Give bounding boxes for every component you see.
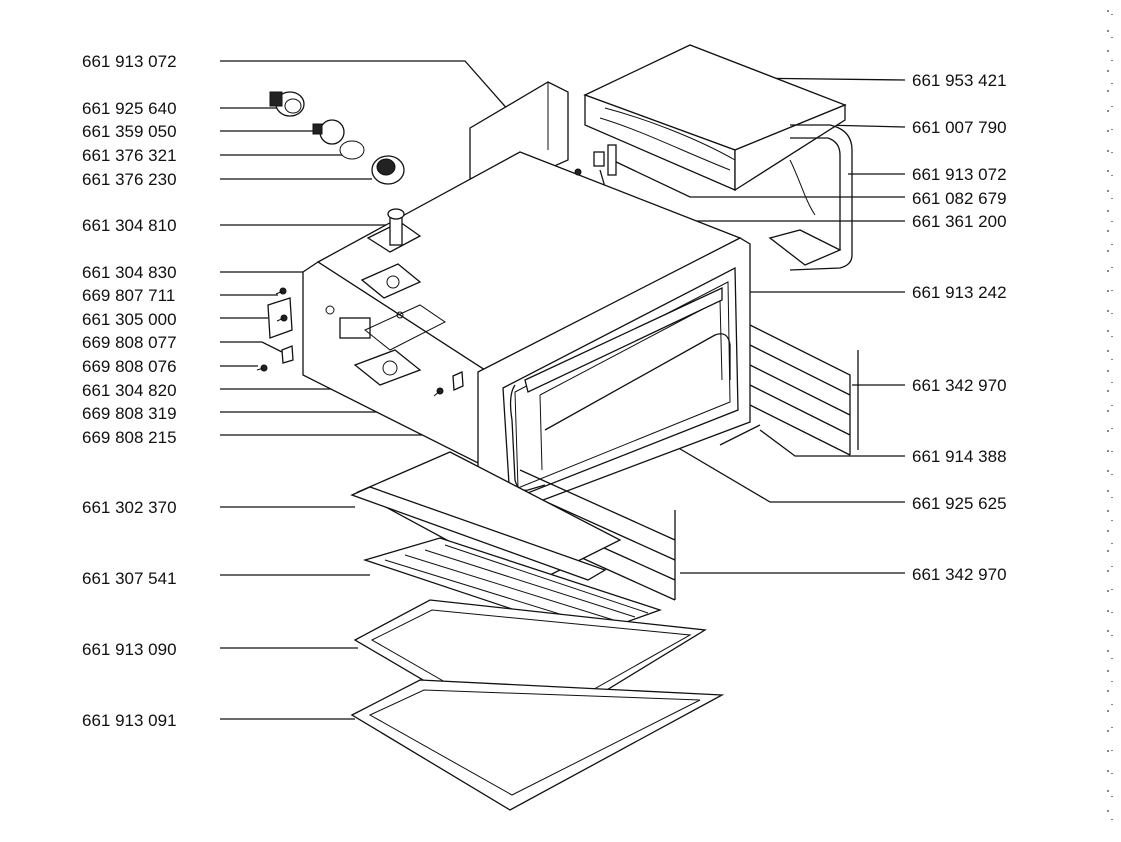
leader-line bbox=[759, 429, 905, 457]
part-label-left-15: 661 307 541 bbox=[82, 569, 177, 588]
back-insulation-u bbox=[768, 124, 853, 271]
margin-scan-marks bbox=[1107, 10, 1113, 830]
part-label-right-8: 661 925 625 bbox=[912, 494, 1007, 513]
lamp-parts bbox=[269, 91, 405, 185]
oven-muffle bbox=[302, 151, 751, 521]
brackets-and-screws bbox=[256, 144, 617, 397]
part-label-right-2: 661 913 072 bbox=[912, 165, 1007, 184]
part-label-left-5: 661 304 810 bbox=[82, 216, 177, 235]
part-label-left-12: 669 808 319 bbox=[82, 404, 177, 423]
part-label-left-16: 661 913 090 bbox=[82, 640, 177, 659]
clip-icon bbox=[452, 371, 464, 391]
part-label-right-5: 661 913 242 bbox=[912, 283, 1007, 302]
part-label-left-4: 661 376 230 bbox=[82, 170, 177, 189]
part-label-left-2: 661 359 050 bbox=[82, 122, 177, 141]
rack-slide bbox=[350, 486, 607, 581]
bracket-icon bbox=[353, 349, 422, 386]
leader-line bbox=[220, 60, 511, 113]
bracket-icon bbox=[267, 297, 293, 339]
side-rails bbox=[519, 324, 859, 601]
screw-icon bbox=[256, 364, 268, 372]
part-label-left-0: 661 913 072 bbox=[82, 52, 177, 71]
clip-icon bbox=[607, 144, 617, 176]
part-label-right-4: 661 361 200 bbox=[912, 212, 1007, 231]
part-label-left-6: 661 304 830 bbox=[82, 263, 177, 282]
deep-tray bbox=[350, 679, 725, 811]
screw-icon bbox=[574, 168, 582, 176]
screw-icon bbox=[433, 387, 444, 397]
top-insulation-block bbox=[583, 44, 847, 192]
part-label-left-3: 661 376 321 bbox=[82, 146, 177, 165]
screw-icon bbox=[276, 314, 288, 322]
right-labels: 661 953 421 661 007 790 661 913 072 661 … bbox=[912, 71, 1007, 584]
bracket-icon bbox=[360, 263, 422, 299]
part-label-left-13: 669 808 215 bbox=[82, 428, 177, 447]
part-label-right-3: 661 082 679 bbox=[912, 189, 1007, 208]
clip-icon bbox=[281, 345, 294, 364]
lamp-bulb-icon bbox=[312, 119, 345, 145]
part-label-right-1: 661 007 790 bbox=[912, 118, 1007, 137]
leader-line bbox=[220, 341, 283, 353]
part-label-right-0: 661 953 421 bbox=[912, 71, 1007, 90]
part-label-left-17: 661 913 091 bbox=[82, 711, 177, 730]
left-labels: 661 913 072 661 925 640 661 359 050 661 … bbox=[82, 52, 177, 730]
part-label-left-10: 669 808 076 bbox=[82, 357, 177, 376]
clip-icon bbox=[593, 151, 605, 167]
part-label-right-6: 661 342 970 bbox=[912, 376, 1007, 395]
screw-icon bbox=[275, 287, 287, 295]
part-label-left-14: 661 302 370 bbox=[82, 498, 177, 517]
leader-line bbox=[647, 429, 905, 503]
part-label-right-7: 661 914 388 bbox=[912, 447, 1007, 466]
part-label-left-11: 661 304 820 bbox=[82, 381, 177, 400]
seal-ring-icon bbox=[339, 140, 365, 160]
part-label-left-7: 669 807 711 bbox=[82, 286, 175, 305]
lamp-holder-icon bbox=[269, 91, 305, 117]
lamp-cover-icon bbox=[371, 155, 405, 185]
part-label-right-9: 661 342 970 bbox=[912, 565, 1007, 584]
part-label-left-8: 661 305 000 bbox=[82, 310, 177, 329]
part-label-left-9: 669 808 077 bbox=[82, 333, 177, 352]
part-label-left-1: 661 925 640 bbox=[82, 99, 177, 118]
leader-line bbox=[611, 159, 905, 198]
